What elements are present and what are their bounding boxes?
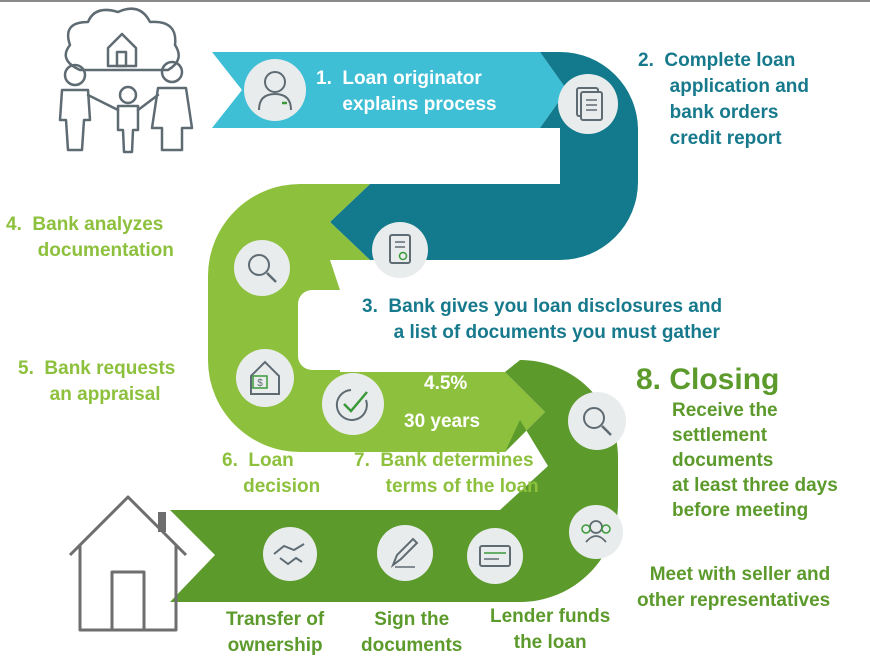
closing-meet: Meet with seller and other representativ… <box>637 564 831 611</box>
sign-label: Sign the documents <box>361 609 463 656</box>
closing-receive: Receive the settlement documents at leas… <box>672 400 838 521</box>
top-divider <box>0 0 870 2</box>
certificate-icon <box>372 222 428 278</box>
term-value: 30 years <box>404 411 481 432</box>
step6-label: 6. Loan decision <box>222 450 321 497</box>
pencil-icon <box>377 525 433 581</box>
magnifier-icon <box>234 240 290 296</box>
house-dollar-icon: $ <box>236 349 294 407</box>
checkmark-icon <box>322 373 384 435</box>
house-icon <box>68 495 188 632</box>
step1-band <box>212 52 567 128</box>
check-card-icon <box>467 528 523 584</box>
step5-label: 5. Bank requests an appraisal <box>18 358 176 405</box>
magnifier-icon <box>568 392 626 450</box>
closing-title: 8. Closing <box>636 363 780 396</box>
document-icon <box>558 74 618 134</box>
funds-label: Lender funds the loan <box>490 606 611 653</box>
step1-label: 1. Loan originator explains process <box>316 68 497 115</box>
family-icon <box>58 7 194 154</box>
step7-label: 7. Bank determines terms of the loan <box>354 450 539 497</box>
step3-label: 3. Bank gives you loan disclosures and a… <box>362 296 723 343</box>
person-icon <box>244 59 306 121</box>
people-icon <box>569 505 623 559</box>
step4-label: 4. Bank analyzes documentation <box>6 214 174 261</box>
step2-label: 2. Complete loan application and bank or… <box>638 50 810 149</box>
handshake-icon <box>263 527 317 581</box>
svg-text:$: $ <box>257 378 263 389</box>
rate-value: 4.5% <box>424 373 468 394</box>
transfer-label: Transfer of ownership <box>226 609 325 656</box>
